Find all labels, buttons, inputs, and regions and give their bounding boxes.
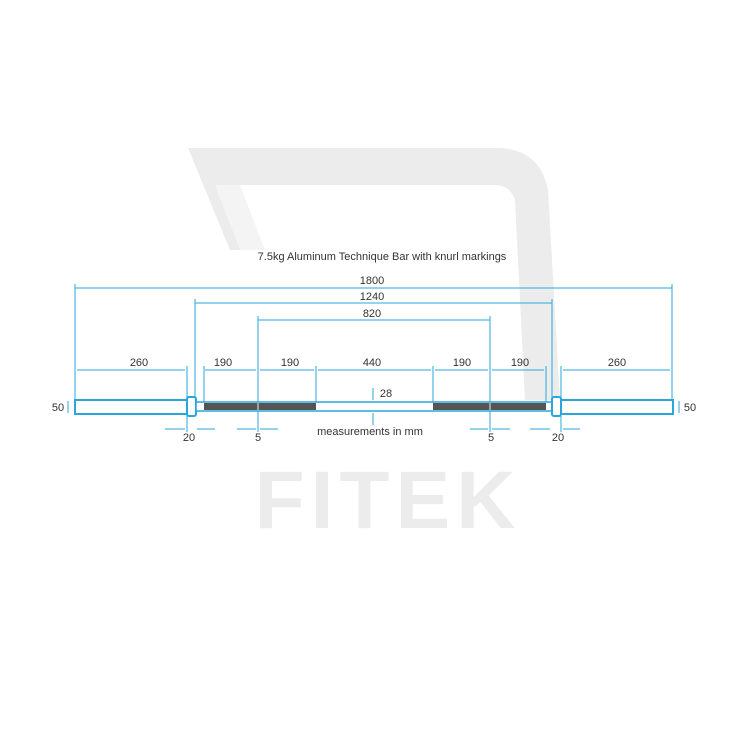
dim-knurl-right-inner: 190 [453, 357, 471, 369]
left-sleeve [74, 399, 188, 415]
right-collar [551, 396, 562, 417]
dimension-lines [67, 287, 680, 430]
left-knurl [204, 403, 316, 410]
dim-sleeve-right: 260 [608, 357, 626, 369]
dim-sleeve-left: 260 [130, 357, 148, 369]
dim-sleeve-diameter-left: 50 [52, 402, 64, 414]
dim-knurl-marks: 820 [363, 308, 381, 320]
dim-between-collars: 1240 [360, 291, 384, 303]
barbell [74, 396, 674, 417]
left-collar [186, 396, 197, 417]
watermark-text: FITEK [255, 455, 522, 546]
dim-knurl-left-outer: 190 [214, 357, 232, 369]
dim-center: 440 [363, 357, 381, 369]
extension-lines [74, 284, 673, 432]
dim-mark-right: 5 [488, 432, 494, 444]
dim-knurl-left-inner: 190 [281, 357, 299, 369]
dim-collar-left: 20 [183, 432, 195, 444]
dim-knurl-right-outer: 190 [511, 357, 529, 369]
unit-note: measurements in mm [317, 426, 423, 438]
dim-collar-right: 20 [552, 432, 564, 444]
dim-mark-left: 5 [255, 432, 261, 444]
dim-total: 1800 [360, 275, 384, 287]
diagram-title: 7.5kg Aluminum Technique Bar with knurl … [258, 251, 507, 263]
right-sleeve [560, 399, 674, 415]
watermark-logo [188, 148, 560, 400]
dim-shaft-diameter: 28 [380, 388, 392, 400]
dim-sleeve-diameter-right: 50 [684, 402, 696, 414]
